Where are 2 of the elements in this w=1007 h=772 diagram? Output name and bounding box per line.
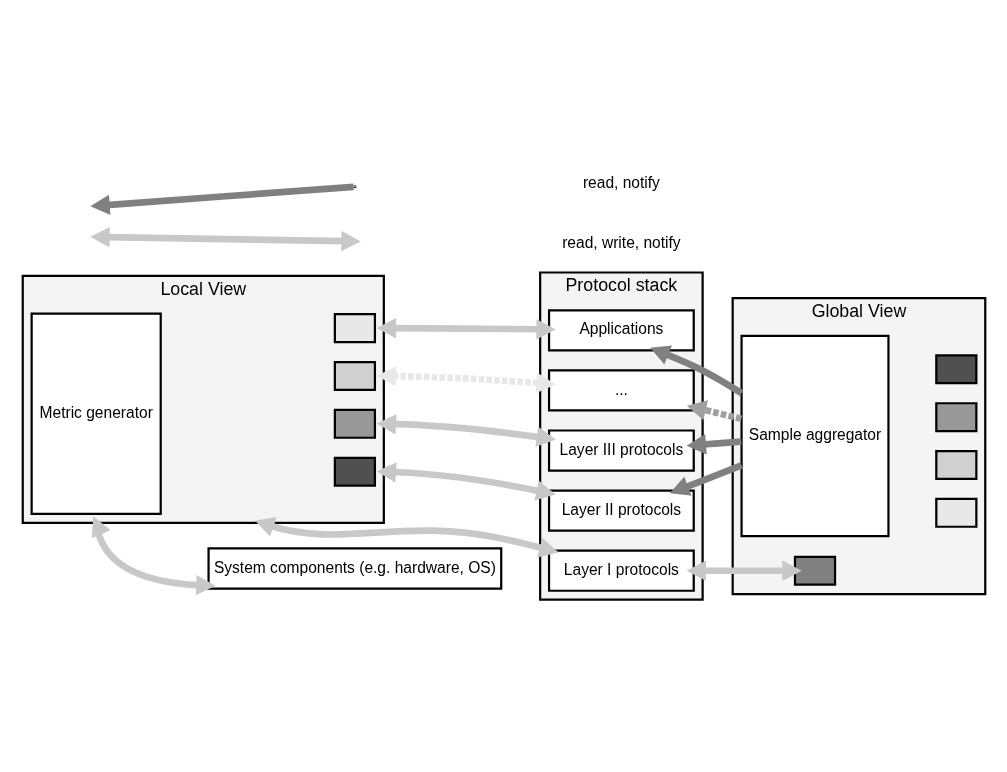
legend-label: read, write, notify [561,233,681,251]
legend-label: read, notify [582,173,660,191]
